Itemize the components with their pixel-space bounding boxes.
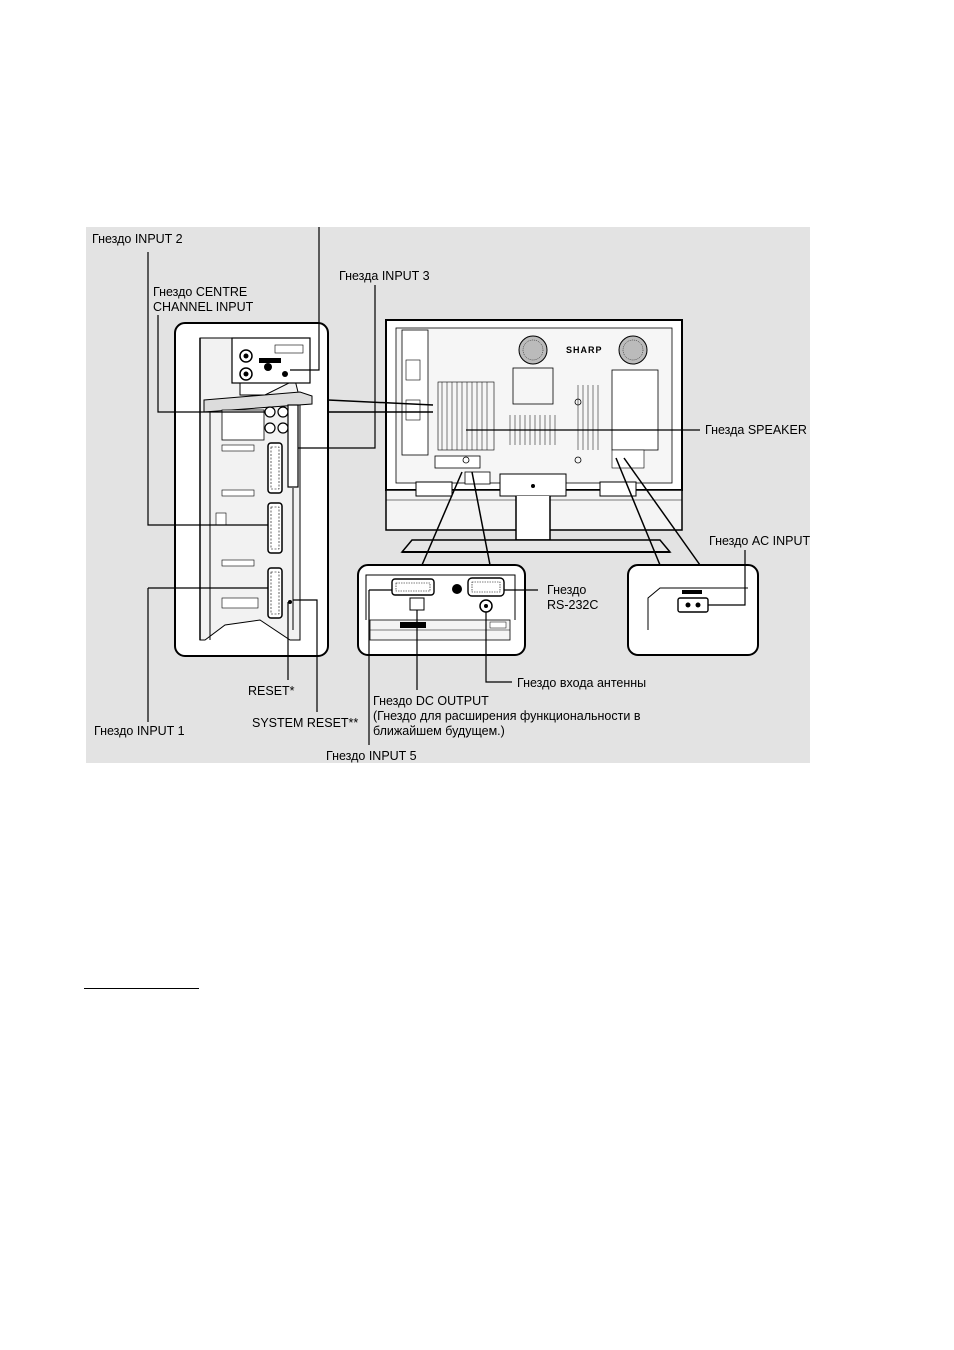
label-antenna: Гнездо входа антенны	[517, 676, 646, 691]
label-dc-note: (Гнездо для расширения функциональности …	[373, 709, 648, 739]
label-ac-input: Гнездо AC INPUT	[709, 534, 810, 549]
label-rs232-line1: Гнездо	[547, 583, 586, 598]
label-rs232-line2: RS-232C	[547, 598, 598, 613]
brand-logo: SHARP	[566, 343, 603, 358]
connector-callout	[358, 565, 525, 655]
label-centre-line2: CHANNEL INPUT	[153, 300, 253, 315]
label-input1: Гнездо INPUT 1	[94, 724, 185, 739]
label-dc-output: Гнездо DC OUTPUT	[373, 694, 489, 709]
ac-input-callout	[628, 565, 758, 655]
label-reset: RESET*	[248, 684, 295, 699]
label-system-reset: SYSTEM RESET**	[252, 716, 358, 731]
label-speaker: Гнезда SPEAKER	[705, 423, 807, 438]
underline-rule	[84, 988, 199, 989]
label-input3: Гнезда INPUT 3	[339, 269, 430, 284]
label-input5: Гнездо INPUT 5	[326, 749, 417, 764]
side-panel-callout	[175, 323, 328, 656]
label-input2: Гнездо INPUT 2	[92, 232, 183, 247]
label-centre-line1: Гнездо CENTRE	[153, 285, 247, 300]
